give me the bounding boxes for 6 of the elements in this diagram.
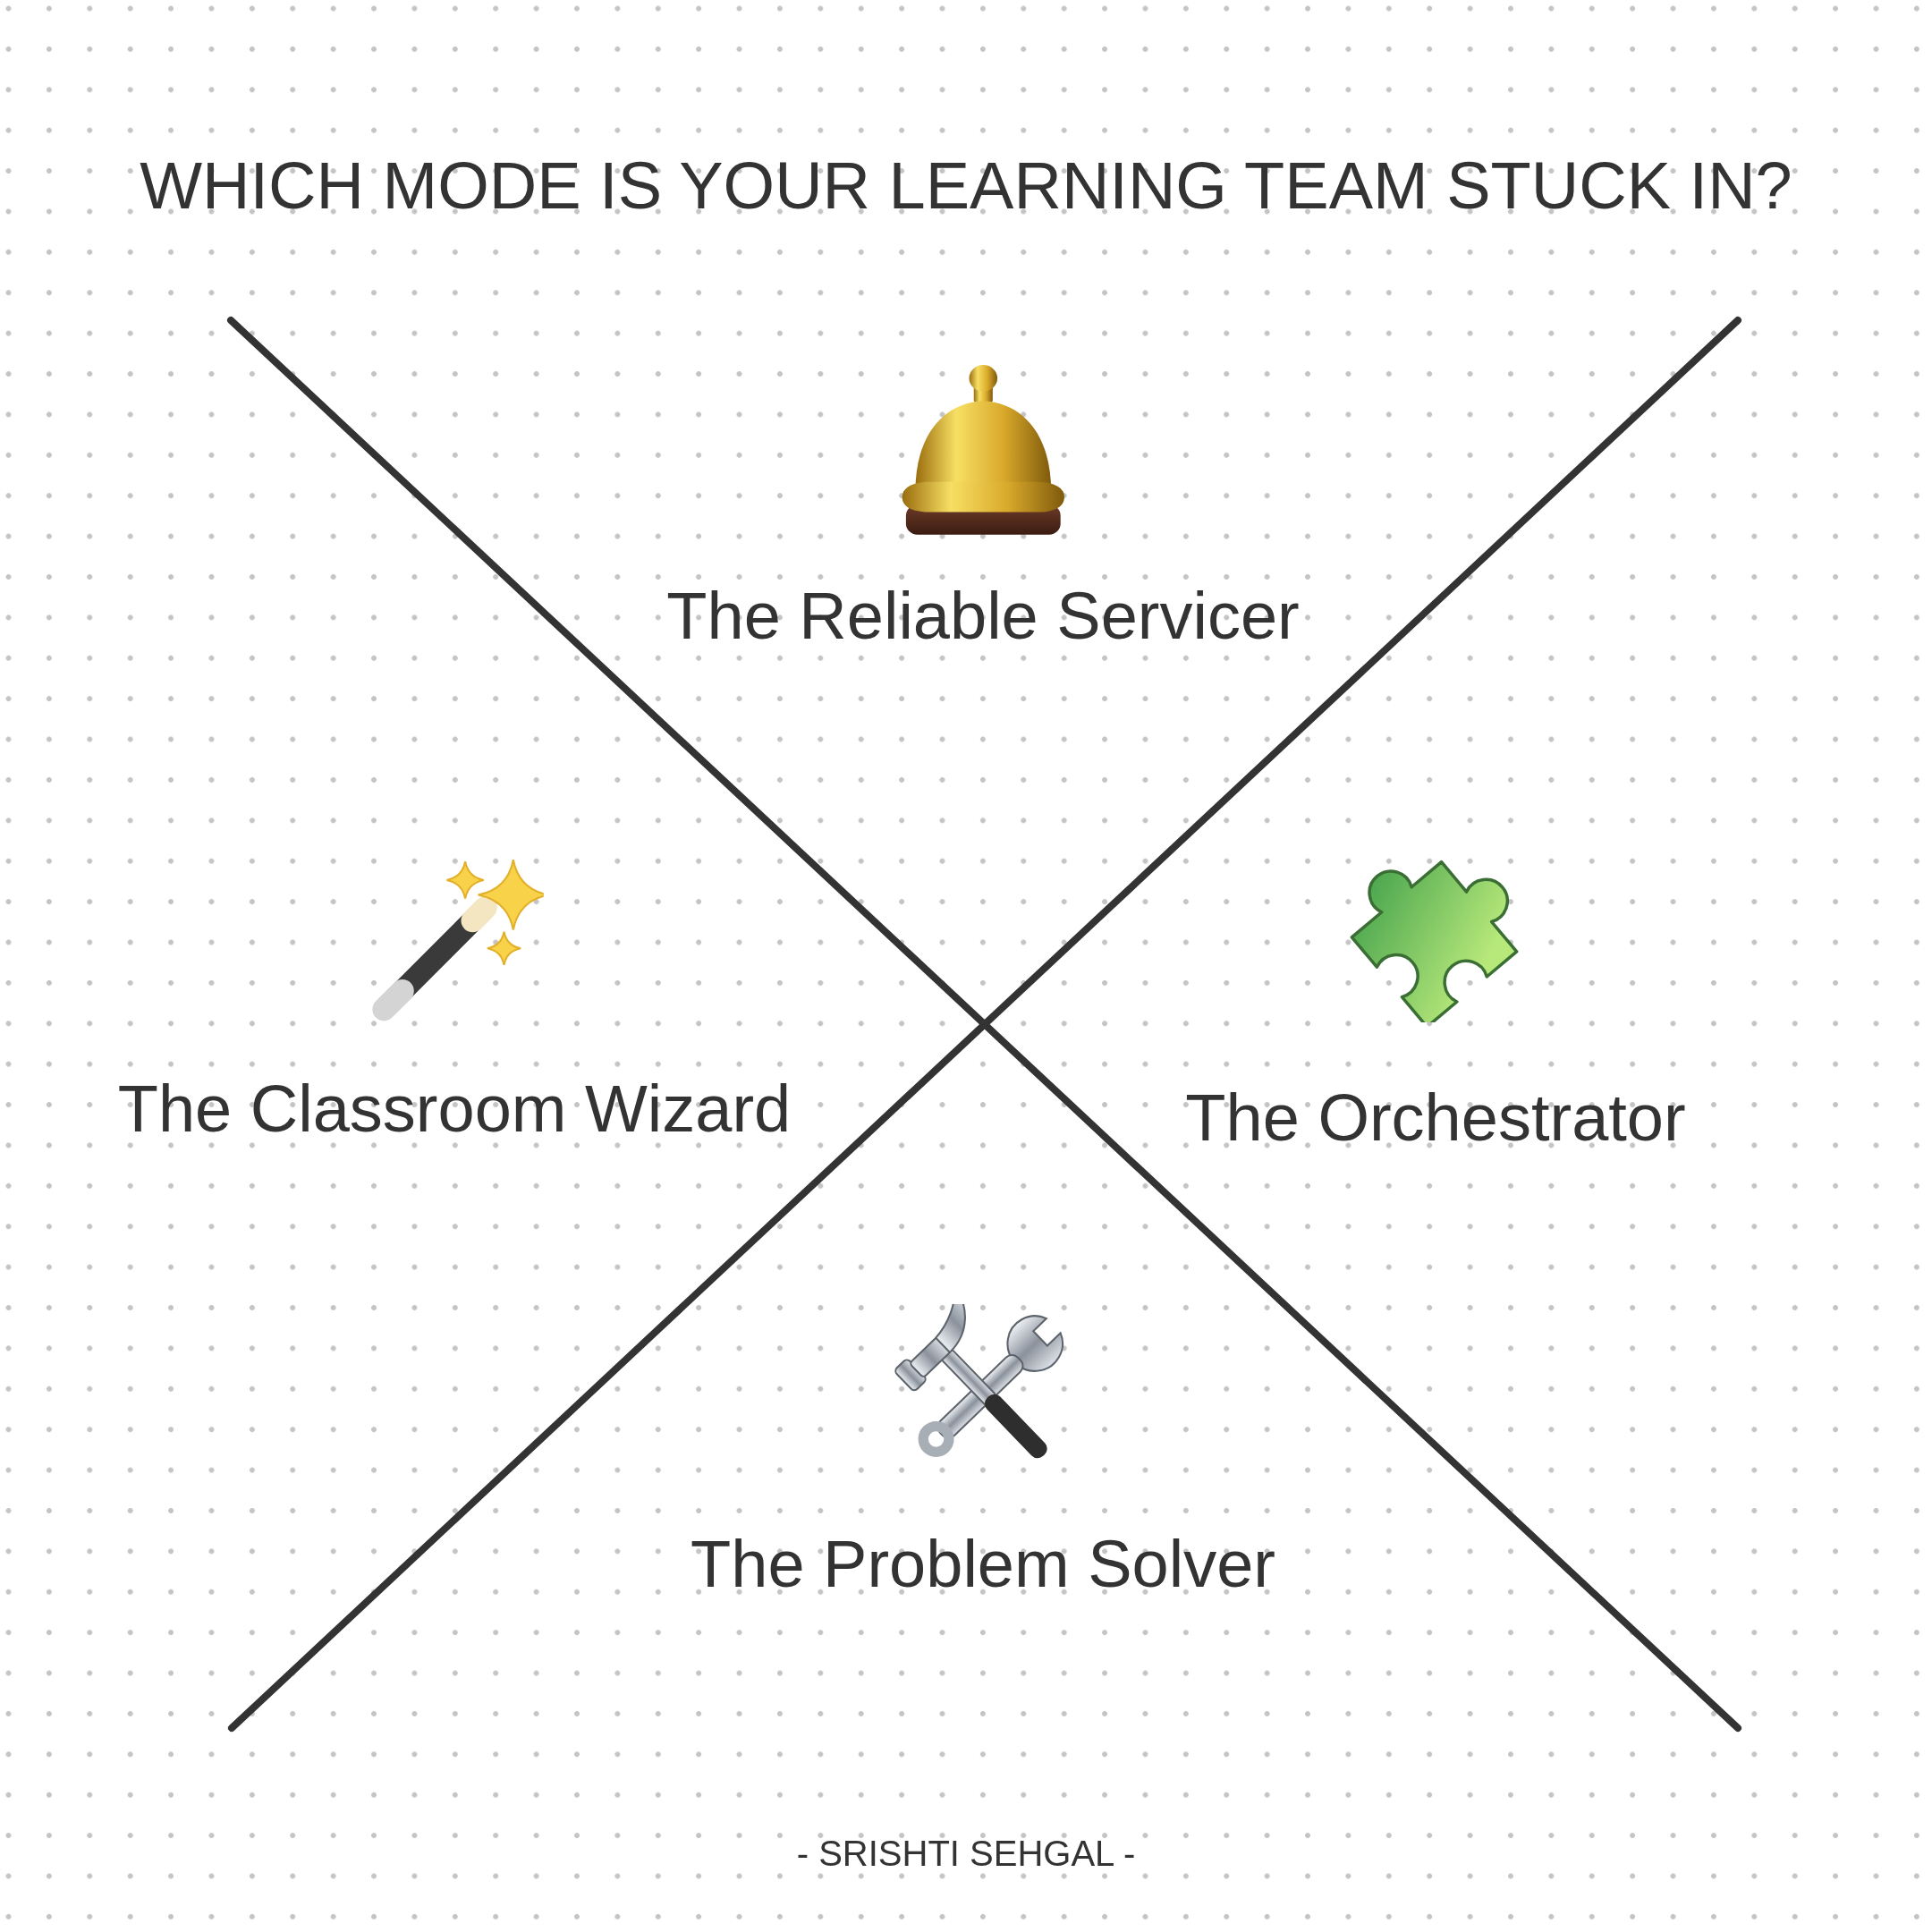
quadrant-title: The Reliable Servicer [666, 578, 1300, 655]
author-credit: - SRISHTI SEHGAL - [796, 1833, 1136, 1874]
quadrant-title: The Problem Solver [691, 1526, 1275, 1603]
page-title: WHICH MODE IS YOUR LEARNING TEAM STUCK IN? [140, 148, 1792, 225]
quadrant-title: The Orchestrator [1185, 1080, 1686, 1157]
quadrant-title: The Classroom Wizard [117, 1071, 792, 1148]
